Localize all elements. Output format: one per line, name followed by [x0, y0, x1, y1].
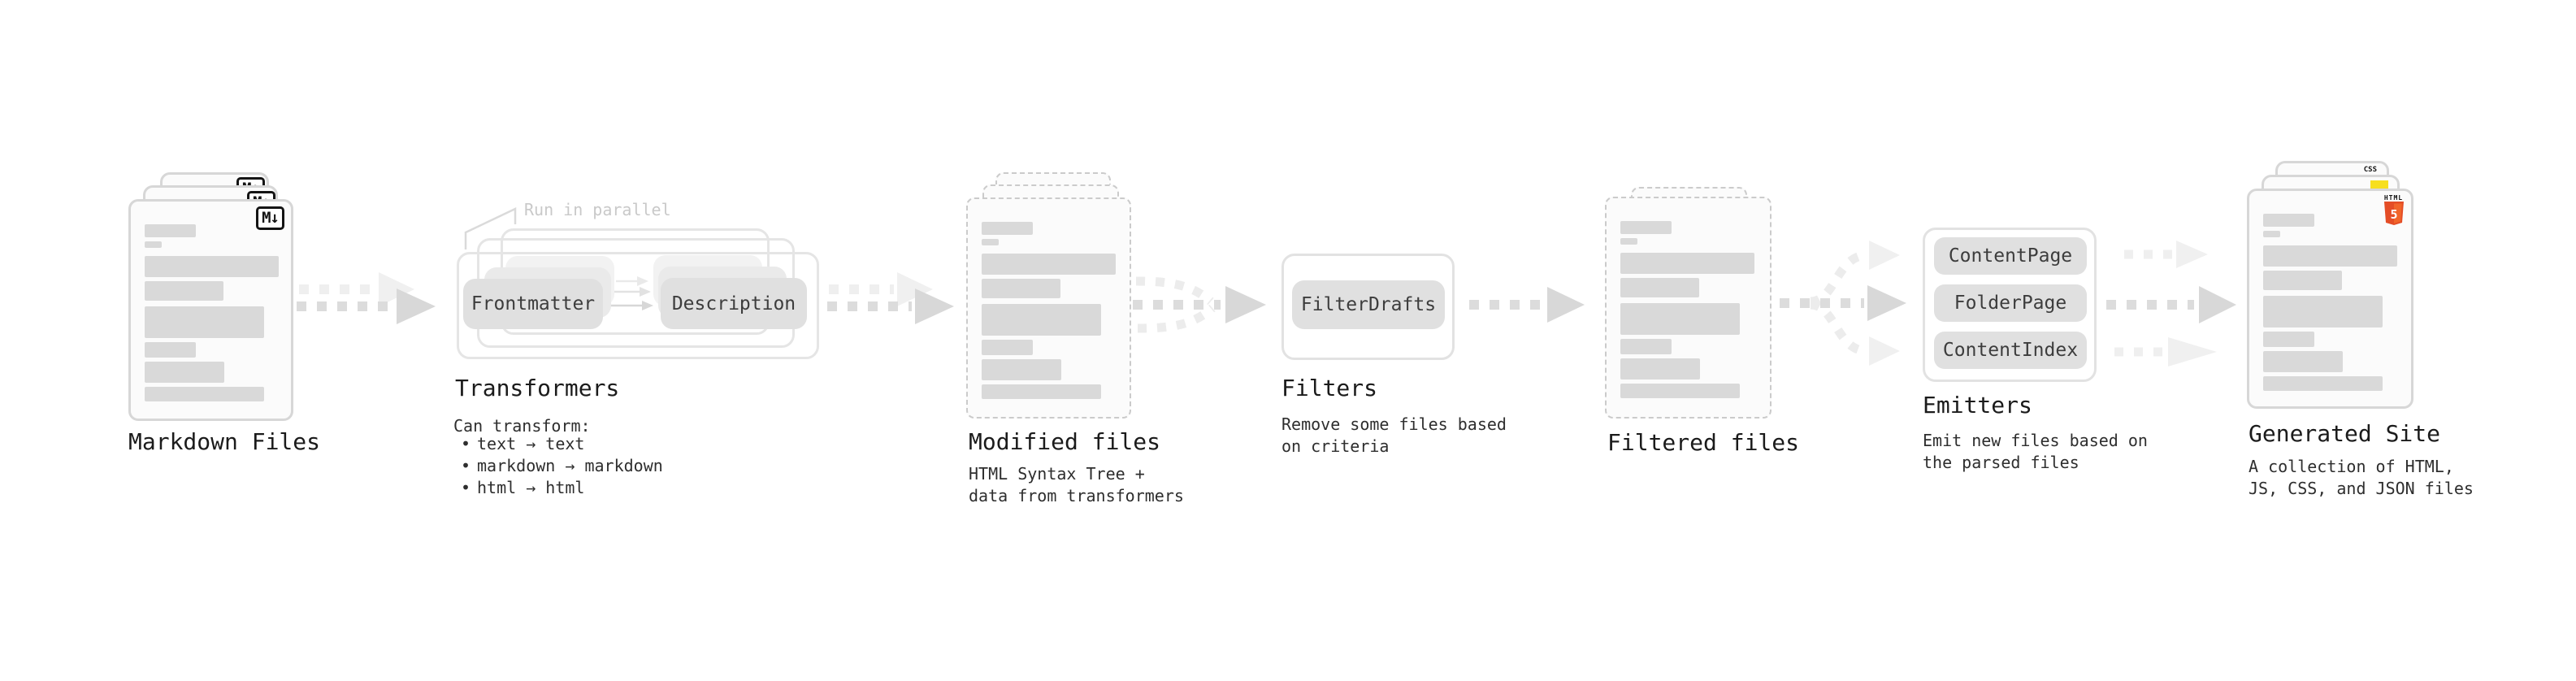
content-line-bar	[1620, 221, 1672, 234]
bullet-marker: •	[461, 434, 471, 453]
frontmatter-pill: Frontmatter	[463, 279, 603, 329]
bullet-item: • markdown → markdown	[453, 455, 663, 477]
arrow-transformers-to-modified	[827, 272, 954, 324]
transformers-bullets: • text → text • markdown → markdown • ht…	[453, 433, 663, 499]
content-line-bar	[2263, 376, 2383, 391]
content-line-bar	[982, 384, 1101, 399]
content-line-bar	[2263, 332, 2314, 347]
content-line-bar	[2263, 214, 2314, 227]
html5-number: 5	[2390, 207, 2397, 222]
content-line-bar	[982, 304, 1101, 336]
stage-label-filtered-files: Filtered files	[1607, 429, 1800, 456]
content-line-bar	[982, 340, 1033, 355]
content-line-bar	[145, 281, 223, 301]
html5-icon: HTML 5	[2383, 194, 2405, 228]
content-line-bar	[2263, 351, 2343, 372]
desc-line: the parsed files	[1923, 453, 2079, 472]
desc-line: A collection of HTML,	[2249, 457, 2454, 476]
arrow-filtered-to-emitters	[1780, 241, 1906, 366]
filterdrafts-pill: FilterDrafts	[1292, 280, 1445, 329]
bullet-text: text → text	[477, 434, 585, 453]
bullet-text: markdown → markdown	[477, 456, 663, 475]
content-line-bar	[1620, 384, 1740, 398]
filters-desc: Remove some files based on criteria	[1281, 414, 1507, 458]
content-line-bar	[982, 359, 1061, 380]
content-line-bar	[982, 222, 1033, 235]
desc-line: Emit new files based on	[1923, 431, 2148, 450]
stage-label-filters: Filters	[1281, 375, 1378, 401]
content-line-bar	[145, 256, 279, 277]
content-line-bar	[2263, 231, 2280, 237]
modified-files-desc: HTML Syntax Tree + data from transformer…	[969, 463, 1184, 507]
modified-file-front	[966, 197, 1131, 419]
html5-shield: 5	[2383, 202, 2404, 225]
content-line-bar	[145, 241, 162, 248]
content-line-bar	[2263, 245, 2397, 267]
contentpage-pill: ContentPage	[1934, 237, 2087, 275]
description-pill: Description	[661, 278, 807, 329]
emitters-desc: Emit new files based on the parsed files	[1923, 430, 2148, 474]
content-line-bar	[145, 362, 224, 383]
transformer-box-front	[457, 252, 819, 359]
contentindex-pill: ContentIndex	[1934, 332, 2087, 369]
content-line-bar	[145, 224, 196, 237]
arrow-emitters-to-generated	[2106, 241, 2236, 367]
content-line-bar	[2263, 271, 2342, 290]
bullet-item: • html → html	[453, 477, 663, 499]
folderpage-pill: FolderPage	[1934, 284, 2087, 322]
content-line-bar	[982, 279, 1060, 298]
stage-label-transformers: Transformers	[455, 375, 620, 401]
content-line-bar	[145, 342, 196, 358]
markdown-icon: M↓	[256, 206, 284, 230]
desc-line: HTML Syntax Tree +	[969, 464, 1145, 484]
generated-file-html: HTML 5	[2247, 189, 2413, 409]
stage-label-generated-site: Generated Site	[2249, 420, 2441, 447]
bullet-item: • text → text	[453, 433, 663, 455]
arrow-modified-to-filters	[1133, 276, 1266, 333]
stage-label-emitters: Emitters	[1923, 392, 2032, 419]
content-line-bar	[1620, 238, 1637, 245]
markdown-file-front: M↓	[128, 199, 293, 421]
desc-line: Remove some files based	[1281, 414, 1507, 434]
parallel-run-arrows	[609, 276, 653, 310]
content-line-bar	[1620, 303, 1740, 335]
desc-line: on criteria	[1281, 436, 1390, 456]
generated-site-desc: A collection of HTML, JS, CSS, and JSON …	[2249, 456, 2474, 500]
arrow-markdown-to-transformers	[297, 272, 436, 324]
content-line-bar	[1620, 253, 1754, 274]
filtered-file-front	[1605, 197, 1772, 419]
desc-line: data from transformers	[969, 486, 1184, 505]
bullet-marker: •	[461, 478, 471, 497]
desc-line: JS, CSS, and JSON files	[2249, 479, 2474, 498]
content-line-bar	[1620, 339, 1672, 354]
bullet-text: html → html	[477, 478, 585, 497]
content-line-bar	[2263, 296, 2383, 327]
content-line-bar	[982, 254, 1116, 275]
bullet-marker: •	[461, 456, 471, 475]
stage-label-modified-files: Modified files	[969, 428, 1161, 455]
stage-label-markdown-files: Markdown Files	[128, 428, 321, 455]
content-line-bar	[145, 387, 264, 401]
content-line-bar	[982, 239, 999, 245]
content-line-bar	[1620, 358, 1700, 380]
note-leader-line	[464, 207, 517, 249]
run-in-parallel-note: Run in parallel	[524, 200, 671, 219]
arrow-filters-to-filtered	[1469, 287, 1585, 323]
content-line-bar	[1620, 278, 1699, 297]
content-line-bar	[145, 306, 264, 338]
transformers-desc-title: Can transform:	[453, 416, 591, 436]
html5-word: HTML	[2383, 194, 2404, 202]
